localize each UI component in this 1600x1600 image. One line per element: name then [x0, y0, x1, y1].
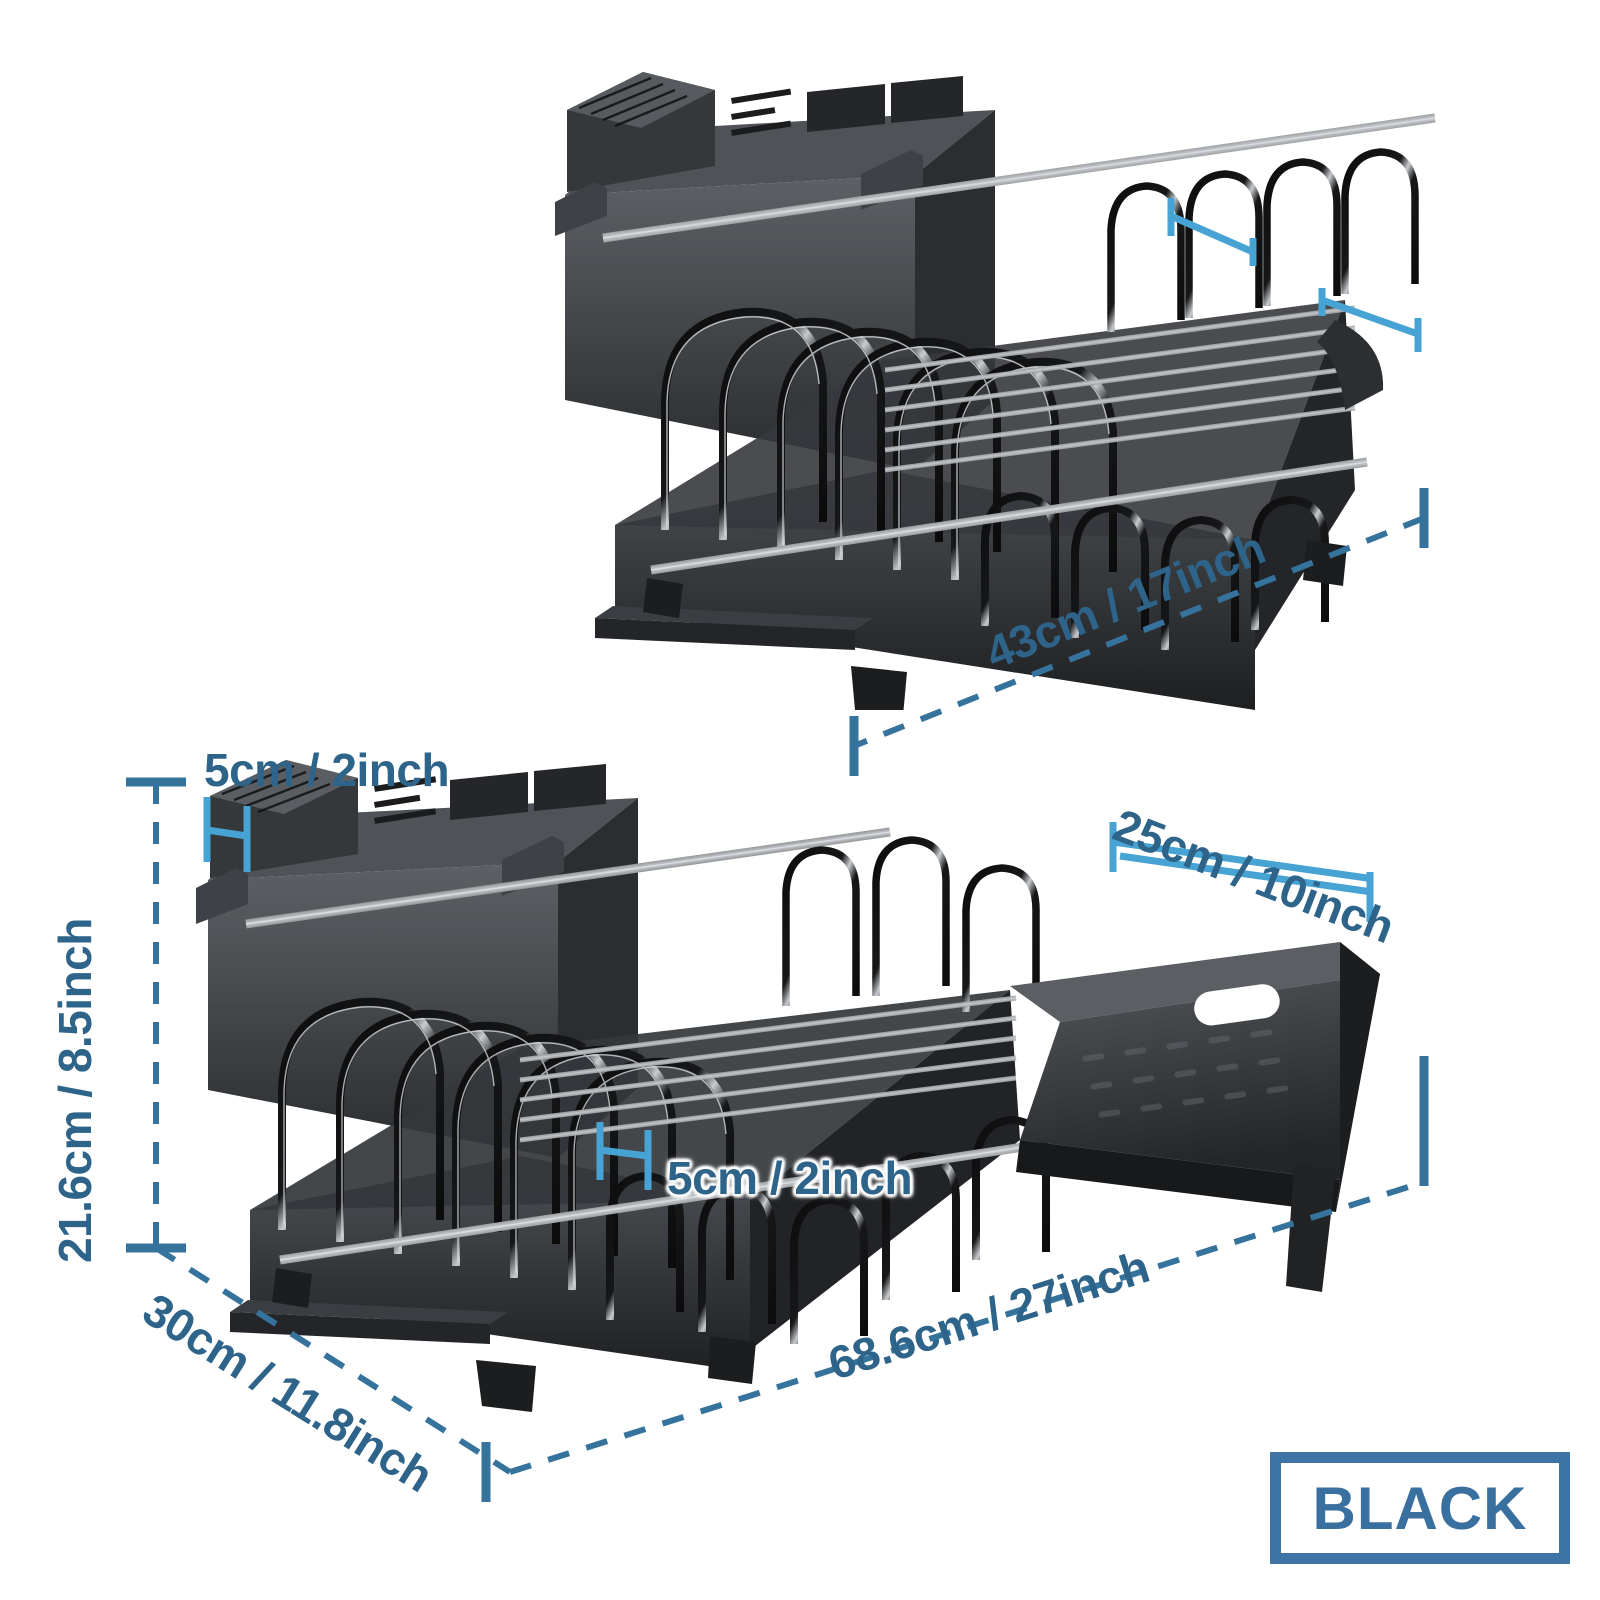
cup-holder-wires [1107, 148, 1419, 332]
dimension-line-height [126, 777, 186, 1253]
color-variant-label: BLACK [1312, 1474, 1528, 1542]
tray-support-leg [1286, 1164, 1336, 1292]
dimension-label-rail-gap: 5cm / 2inch [667, 1152, 913, 1204]
cup-holder-wires-bottom [782, 836, 1040, 1012]
drip-spout-top [1317, 320, 1384, 410]
product-illustration-compact [555, 72, 1440, 710]
dimension-label-height: 21.6cm / 8.5inch [49, 918, 101, 1263]
drain-grid-wires-bottom [519, 995, 1017, 1143]
tray-handle-slot [1194, 984, 1280, 1026]
color-variant-badge: BLACK [1270, 1452, 1570, 1564]
drain-grid-wires [884, 305, 1356, 473]
dimension-label-knife-block: 5cm / 2inch [204, 744, 450, 796]
extended-drainboard [1010, 942, 1380, 1292]
top-rail-wire [602, 113, 1440, 280]
